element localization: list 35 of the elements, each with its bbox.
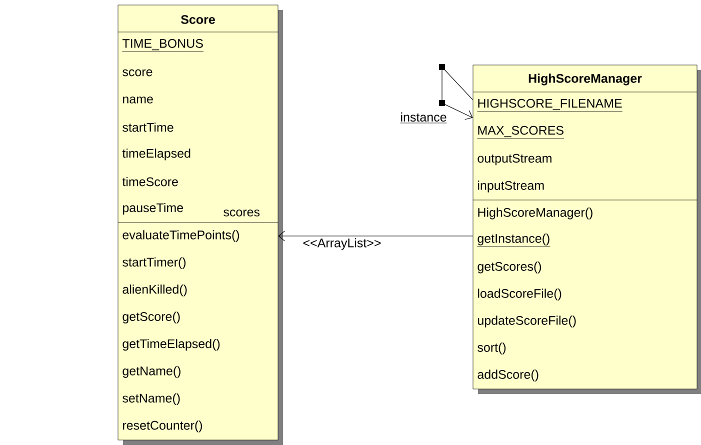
self-association-arrow xyxy=(439,64,474,120)
stereotype-label: <<ArrayList>> xyxy=(303,238,381,250)
method: getInstance() xyxy=(477,234,550,247)
method: startTimer() xyxy=(122,257,186,270)
method: sort() xyxy=(478,342,506,354)
method: evaluateTimePoints() xyxy=(122,230,240,242)
attribute: score xyxy=(122,69,152,76)
method: updateScoreFile() xyxy=(478,316,576,328)
method: getScores() xyxy=(478,262,542,274)
attribute: outputStream xyxy=(478,154,552,166)
method: addScore() xyxy=(478,370,538,382)
edge-label: scores xyxy=(224,210,260,216)
class-box xyxy=(118,4,283,445)
method: alienKilled() xyxy=(122,284,187,296)
attribute: name xyxy=(123,96,153,104)
method: getScore() xyxy=(122,312,180,324)
attribute: MAX_SCORES xyxy=(477,126,564,139)
class-box xyxy=(472,64,701,394)
method: setName() xyxy=(122,393,180,406)
attribute: startTime xyxy=(122,122,174,132)
attribute: timeScore xyxy=(122,177,178,186)
class-name: HighScoreManager xyxy=(528,74,642,86)
attribute: timeElapsed xyxy=(122,148,190,160)
edge-label: instance xyxy=(400,112,447,124)
method: HighScoreManager() xyxy=(478,208,592,220)
attribute: HIGHSCORE_FILENAME xyxy=(477,98,623,112)
association-arrow xyxy=(278,230,474,242)
attribute: pauseTime xyxy=(123,202,184,215)
method: resetCounter() xyxy=(123,420,202,432)
method: getTimeElapsed() xyxy=(122,338,220,351)
class-name: Score xyxy=(181,15,215,24)
attribute: inputStream xyxy=(478,180,544,192)
method: getName() xyxy=(122,366,180,378)
attribute: TIME_BONUS xyxy=(122,39,204,52)
method: loadScoreFile() xyxy=(478,288,562,300)
